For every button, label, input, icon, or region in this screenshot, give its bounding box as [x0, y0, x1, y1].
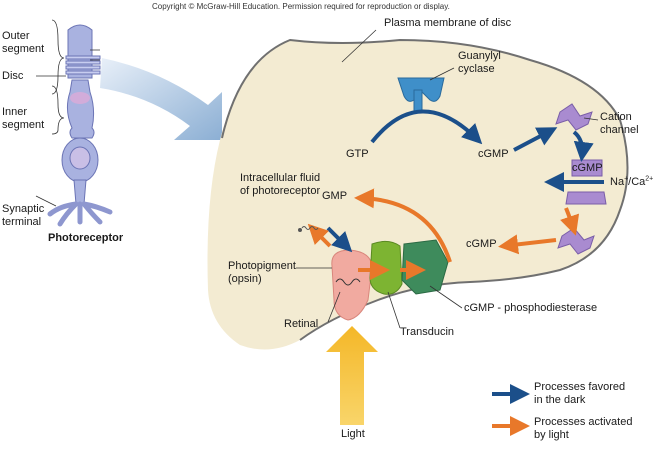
synaptic-terminal-label-2: terminal: [2, 216, 42, 228]
pde-label: cGMP - phosphodiesterase: [464, 302, 598, 314]
legend-light-label-2: by light: [534, 429, 569, 441]
intracellular-fluid-label-2: of photoreceptor: [240, 185, 321, 197]
guanylyl-cyclase-label-1: Guanylyl: [458, 50, 501, 62]
cation-channel-top: [555, 103, 593, 131]
retinal-chromophore: [335, 278, 361, 286]
photopigment-label-2: (opsin): [228, 273, 262, 285]
cgmp-mid-label: cGMP: [466, 238, 497, 250]
zoom-arrow: [100, 58, 222, 140]
outer-segment-label-2: segment: [2, 43, 45, 55]
cgmp-top-label: cGMP: [478, 148, 509, 160]
legend-dark-label-1: Processes favored: [534, 381, 626, 393]
guanylyl-cyclase: [397, 77, 445, 113]
plasma-membrane-label: Plasma membrane of disc: [384, 17, 512, 29]
photopigment-opsin: [331, 249, 373, 321]
inner-segment-label-1: Inner: [2, 106, 28, 118]
legend-dark-label-2: in the dark: [534, 394, 586, 406]
released-retinal-icon: [301, 226, 319, 230]
cation-channel-label-2: channel: [600, 124, 639, 136]
light-arrows: [307, 188, 580, 280]
disc-label-leaders: [296, 267, 463, 329]
transducin: [369, 240, 403, 295]
inner-segment-label-2: segment: [2, 119, 45, 131]
guanylyl-cyclase-label-2: cyclase: [458, 63, 495, 75]
photoreceptor-cell: [47, 24, 113, 227]
intracellular-fluid-label-1: Intracellular fluid: [240, 172, 321, 184]
dark-arrows: [326, 109, 604, 253]
light-beam: [326, 326, 378, 425]
cell-label-leaders: [35, 19, 100, 207]
ion-label: Na+/Ca2+: [610, 175, 654, 188]
disc-body: [207, 40, 628, 350]
disc-stack: [65, 55, 101, 75]
cation-channel-open: [565, 159, 607, 205]
cation-channel-label-1: Cation: [600, 111, 632, 123]
gtp-label: GTP: [346, 148, 369, 160]
photoreceptor-label: Photoreceptor: [48, 232, 124, 244]
photopigment-label-1: Photopigment: [228, 260, 296, 272]
light-label: Light: [341, 428, 365, 440]
transducin-label: Transducin: [400, 326, 455, 338]
copyright-note: Copyright © McGraw-Hill Education. Permi…: [152, 2, 450, 11]
retinal-label: Retinal: [284, 318, 319, 330]
gmp-label: GMP: [322, 190, 348, 202]
synaptic-terminal-label-1: Synaptic: [2, 203, 45, 215]
outer-segment-label-1: Outer: [2, 30, 30, 42]
legend-light-label-1: Processes activated: [534, 416, 633, 428]
cgmp-channel-label: cGMP: [572, 162, 603, 174]
disc-label: Disc: [2, 70, 24, 82]
